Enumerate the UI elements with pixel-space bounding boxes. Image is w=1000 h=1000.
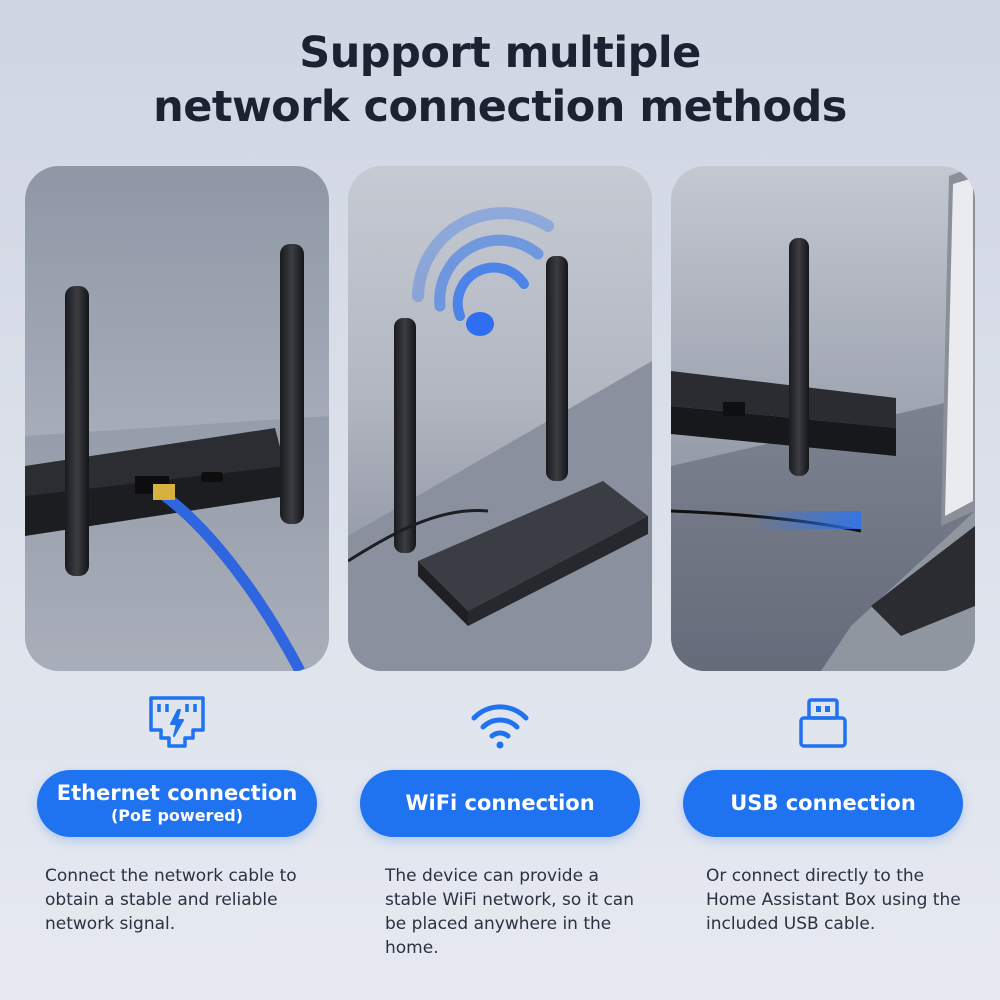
usb-description: Or connect directly to the Home Assistan… bbox=[706, 866, 961, 934]
ethernet-label-main: Ethernet connection bbox=[56, 781, 298, 805]
title-line-1: Support multiple bbox=[299, 28, 701, 78]
usb-label-main: USB connection bbox=[730, 791, 916, 815]
wifi-product-photo bbox=[348, 166, 652, 671]
ethernet-port-icon bbox=[145, 692, 209, 756]
ethernet-description: Connect the network cable to obtain a st… bbox=[45, 866, 297, 934]
title-line-2: network connection methods bbox=[153, 82, 847, 132]
page-title: Support multiple network connection meth… bbox=[0, 26, 1000, 134]
wifi-label-main: WiFi connection bbox=[405, 791, 595, 815]
ethernet-connection-label: Ethernet connection (PoE powered) bbox=[37, 770, 317, 837]
usb-icon bbox=[791, 692, 855, 756]
ethernet-label-sub: (PoE powered) bbox=[110, 806, 244, 825]
usb-product-photo bbox=[671, 166, 975, 671]
wifi-connection-label: WiFi connection bbox=[360, 770, 640, 837]
usb-connection-label: USB connection bbox=[683, 770, 963, 837]
wifi-description: The device can provide a stable WiFi net… bbox=[385, 866, 634, 958]
ethernet-product-photo bbox=[25, 166, 329, 671]
wifi-icon bbox=[468, 692, 532, 756]
